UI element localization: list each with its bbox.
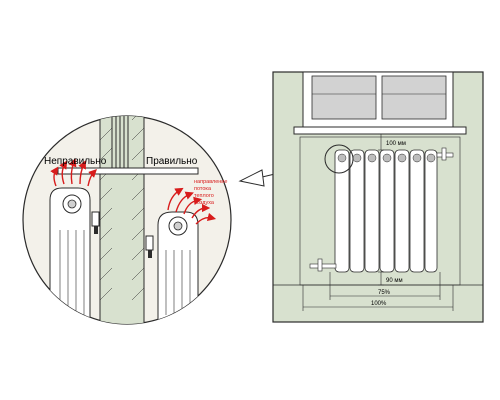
window [302, 71, 454, 128]
dim-top-label: 100 мм [386, 141, 406, 147]
window-sill [293, 126, 467, 135]
airflow-caption: направление потока теплого воздуха [194, 179, 227, 206]
dim-bottom-label: 90 мм [386, 278, 403, 284]
window-frame-section [111, 116, 129, 170]
radiator [309, 147, 454, 273]
wrong-label: Неправильно [44, 156, 107, 167]
airflow-arrows-wrong [50, 158, 97, 187]
detail-highlight-circle [324, 144, 354, 174]
radiator-correct [145, 211, 199, 321]
right-label: Правильно [146, 156, 198, 167]
svg-text:потока: потока [194, 186, 212, 192]
detail-circle: Неправильно Правильно направление потока… [22, 115, 232, 325]
radiator-wrong [49, 187, 100, 321]
wall-elevation: 100 мм 90 мм 75% 100% [272, 71, 484, 323]
svg-text:воздуха: воздуха [194, 200, 215, 206]
svg-text:направление: направление [194, 179, 227, 185]
svg-text:теплого: теплого [194, 193, 214, 199]
dim-window-width: 100% [371, 301, 387, 307]
dim-radiator-width: 75% [378, 290, 391, 296]
dimensions [302, 133, 454, 311]
airflow-arrows-correct [167, 187, 217, 225]
window-sill-detail [57, 167, 199, 175]
wall-section [99, 116, 145, 324]
